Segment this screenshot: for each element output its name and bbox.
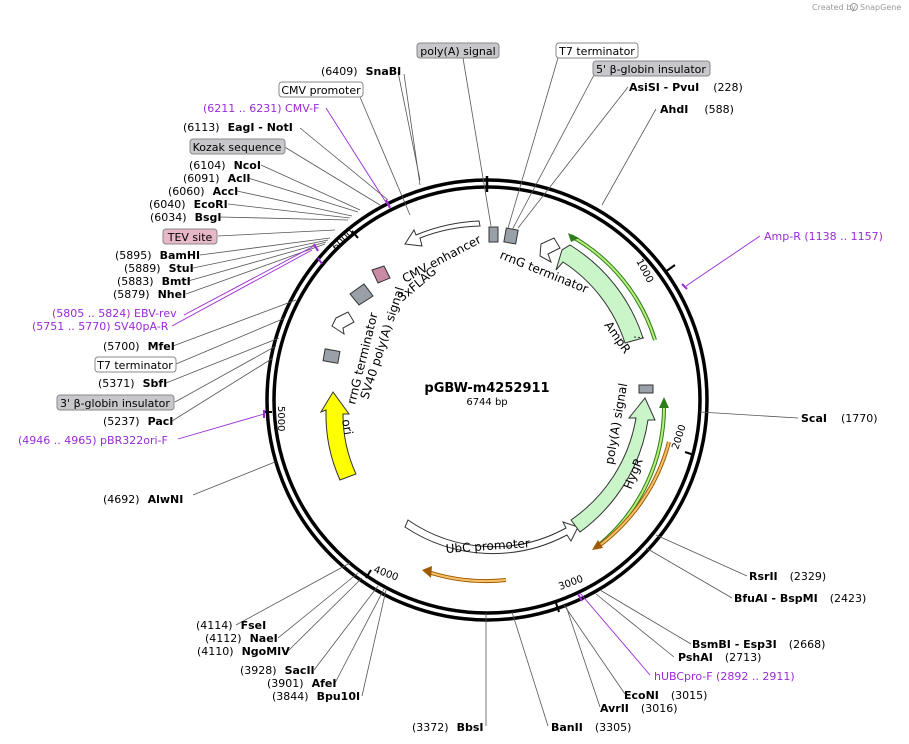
snapgene-logo-icon [850,3,858,11]
tick-6000-mark [351,230,359,239]
site-paci[interactable]: (5237)PacI [103,415,173,428]
site-bamhi[interactable]: (5895)BamHI [115,249,200,262]
primer-lines [171,107,761,676]
tick-3000-mark [555,602,560,613]
ampr-arrow[interactable] [555,244,644,344]
primer-amp-r[interactable]: Amp-R (1138 .. 1157) [764,230,883,243]
ampr-orf-inner [570,235,656,341]
site-scai[interactable]: ScaI(1770) [801,412,878,425]
site-asisi-pvui[interactable]: AsiSI - PvuI(228) [629,81,743,94]
feature-box-tev-site[interactable]: TEV site [162,228,218,245]
ubc-orf-arrowhead [422,566,432,578]
credit-brand: SnapGene [860,3,901,12]
site-ncoi[interactable]: (6104)NcoI [189,159,261,172]
site-mfei[interactable]: (5700)MfeI [103,340,175,353]
site-pshai[interactable]: PshAI(2713) [678,651,761,664]
label-ori: ori [339,418,355,436]
feature-box-polya-signal-text: poly(A) signal [420,45,495,58]
feature-box-t7-terminator-left[interactable]: T7 terminator [94,356,177,373]
primer-marks [263,199,688,602]
beta-globin-insulator-box-top[interactable] [503,227,519,245]
tick-1000: 1000 [633,257,655,285]
feature-box-t7-terminator-left-text: T7 terminator [96,359,173,372]
site-bfuai-bspmi[interactable]: BfuAI - BspMI(2423) [734,592,866,605]
ampr-orf-arrowhead [568,233,579,242]
site-avrii[interactable]: AvrII(3016) [600,702,677,715]
ubc-promoter-arrow[interactable] [404,519,579,555]
plasmid-length: 6744 bp [466,397,507,408]
site-afei[interactable]: (3901)AfeI [267,677,336,690]
site-bbsi[interactable]: (3372)BbsI [412,721,483,734]
site-ecori[interactable]: (6040)EcoRI [149,198,228,211]
hygr-orange-inner [595,441,670,549]
tick-5000: 5000 [275,406,286,431]
feature-box-cmv-promoter-text: CMV promoter [281,84,361,97]
polya-signal-box-top[interactable] [488,226,499,243]
rrng-terminator-arrow-top[interactable] [539,237,561,264]
feature-box-3-beta-globin-text: 3' β-globin insulator [60,397,170,410]
cmv-enhancer-arrow[interactable] [404,220,481,247]
label-ubc-promoter: UbC promoter [445,536,530,556]
site-sacii[interactable]: (3928)SacII [240,664,315,677]
site-ngomiv[interactable]: (4110)NgoMIV [197,645,290,658]
primer-ebv-rev[interactable]: (5805 .. 5824) EBV-rev [52,307,177,320]
3xflag-box[interactable] [371,265,391,284]
primer-sv40pa-r[interactable]: (5751 .. 5770) SV40pA-R [32,320,169,333]
feature-box-polya-signal[interactable]: poly(A) signal [416,42,500,59]
sv40-polya-box[interactable] [322,348,341,364]
feature-box-t7-terminator-top-text: T7 terminator [558,45,635,58]
feature-box-kozak-text: Kozak sequence [193,141,282,154]
site-bmti[interactable]: (5883)BmtI [117,275,191,288]
site-econi[interactable]: EcoNI(3015) [624,689,707,702]
feature-box-3-beta-globin[interactable]: 3' β-globin insulator [56,394,175,411]
site-bsmbi-esp3i[interactable]: BsmBI - Esp3I(2668) [692,638,825,651]
connector-lines [165,57,799,727]
tick-4000-mark [365,569,372,579]
site-bsgi[interactable]: (6034)BsgI [150,211,221,224]
tick-2000-mark [684,451,695,456]
site-rsrii[interactable]: RsrII(2329) [749,570,826,583]
hygr-orange-arrowhead [592,540,603,550]
hygr-arrow[interactable] [570,397,656,533]
feature-box-kozak[interactable]: Kozak sequence [189,138,286,155]
site-bpu10i[interactable]: (3844)Bpu10I [272,690,360,703]
feature-box-5-beta-globin-text: 5' β-globin insulator [596,63,706,76]
ubc-orf-inner [427,571,507,583]
feature-box-5-beta-globin[interactable]: 5' β-globin insulator [592,60,711,77]
site-acli[interactable]: (6091)AclI [183,172,250,185]
site-nhei[interactable]: (5879)NheI [113,288,186,301]
site-acci[interactable]: (6060)AccI [168,185,238,198]
polya-signal-box-right[interactable] [638,384,654,394]
feature-box-tev-site-text: TEV site [167,231,213,244]
site-fsei[interactable]: (4114)FseI [196,619,266,632]
plasmid-name: pGBW-m4252911 [424,381,549,396]
site-sbfi[interactable]: (5371)SbfI [98,377,167,390]
site-eagi-noti[interactable]: (6113)EagI - NotI [183,121,293,134]
primer-pbr322ori-f[interactable]: (4946 .. 4965) pBR322ori-F [18,434,168,447]
hygr-orf-arrowhead [659,397,669,408]
feature-box-t7-terminator-top[interactable]: T7 terminator [555,42,639,59]
site-banii[interactable]: BanII(3305) [551,721,631,734]
site-stui[interactable]: (5889)StuI [124,262,194,275]
site-snabi[interactable]: (6409)SnaBI [321,65,401,78]
tick-2000: 2000 [670,423,688,451]
primer-cmv-f[interactable]: (6211 .. 6231) CMV-F [203,102,319,115]
primer-hubcpro-f[interactable]: hUBCpro-F (2892 .. 2911) [654,670,795,683]
ori-arrow[interactable] [319,391,357,481]
tick-1000-mark [664,264,676,273]
credit-prefix: Created by [812,3,856,12]
feature-box-cmv-promoter[interactable]: CMV promoter [278,81,364,98]
site-ahdi[interactable]: AhdI(588) [660,103,734,116]
site-naei[interactable]: (4112)NaeI [205,632,278,645]
tev-site-box[interactable] [349,283,374,306]
site-alwni[interactable]: (4692)AlwNI [103,493,183,506]
rrng-terminator-arrow-left[interactable] [331,311,355,336]
